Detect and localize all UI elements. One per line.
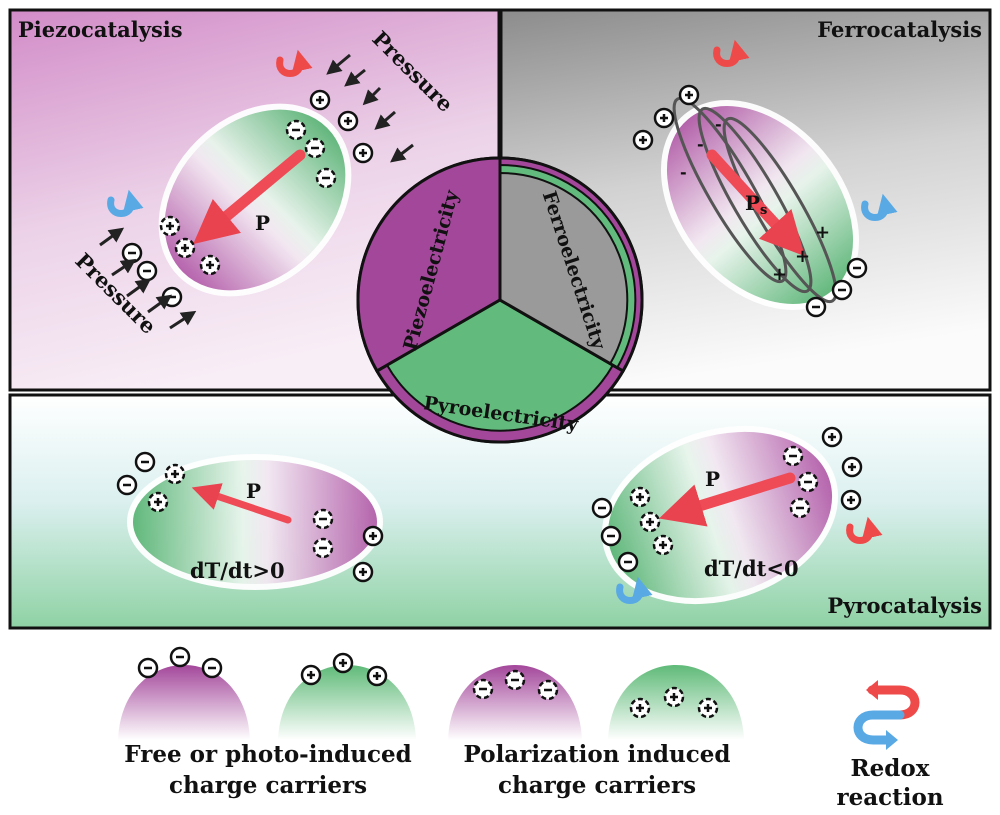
pressure-arrows-top xyxy=(326,53,414,163)
polarization-negative-charge xyxy=(312,537,334,559)
pyro-right-rate-label: dT/dt<0 xyxy=(704,556,799,581)
legend-free-line1: Free or photo-induced xyxy=(124,741,411,768)
domain-plus-sign: + xyxy=(772,264,787,285)
ferrocatalysis-title: Ferrocatalysis xyxy=(817,17,982,42)
free-positive-charge xyxy=(821,426,843,448)
polarization-positive-charge xyxy=(639,511,661,533)
legend-free-negative-charge xyxy=(169,646,191,668)
legend-polarization-positive-charge xyxy=(697,697,719,719)
legend-pol-line2: charge carriers xyxy=(498,772,696,799)
legend-polarization-carriers: Polarization induced charge carriers xyxy=(448,665,744,799)
legend-redox-line1: Redox xyxy=(851,755,930,782)
piezoelectricity-sector xyxy=(356,156,502,374)
piezo-particle: P xyxy=(121,89,374,308)
pressure-arrows-bottom xyxy=(99,227,197,330)
free-positive-charge xyxy=(841,456,863,478)
polarization-positive-charge xyxy=(147,491,169,513)
polarization-positive-charge xyxy=(159,215,181,237)
pyro-right-p-label: P xyxy=(705,467,720,491)
legend-free-line2: charge carriers xyxy=(169,772,367,799)
pyrocatalysis-title: Pyrocatalysis xyxy=(827,593,982,618)
polarization-positive-charge xyxy=(199,254,221,276)
legend-free-positive-charge xyxy=(332,652,354,674)
polarization-positive-charge xyxy=(629,486,651,508)
polarization-positive-charge xyxy=(164,463,186,485)
free-positive-charge xyxy=(362,525,384,547)
polarization-negative-charge xyxy=(782,445,804,467)
redox-red-arrow-icon xyxy=(867,685,920,720)
domain-plus-sign: + xyxy=(795,246,810,267)
polarization-positive-charge xyxy=(652,534,674,556)
domain-loops xyxy=(672,96,838,304)
free-negative-charge xyxy=(161,286,183,308)
legend-polarization-positive-charge xyxy=(663,686,685,708)
ferro-particle: Ps - - - + + + xyxy=(632,84,868,318)
pyro-left-rate-label: dT/dt>0 xyxy=(190,558,285,583)
redox-blue-arrow-icon xyxy=(853,710,905,745)
free-positive-charge xyxy=(678,84,700,106)
legend-free-positive-charge xyxy=(366,665,388,687)
free-negative-charge xyxy=(846,257,868,279)
legend-free-negative-charge xyxy=(137,657,159,679)
free-positive-charge xyxy=(632,129,654,151)
free-negative-charge xyxy=(136,260,158,282)
pyro-left-p-label: P xyxy=(246,479,261,503)
free-positive-charge xyxy=(309,89,331,111)
ferroelectricity-sector xyxy=(499,171,629,366)
free-negative-charge xyxy=(617,551,639,573)
legend: Free or photo-induced charge carriers Po… xyxy=(118,646,944,811)
free-negative-charge xyxy=(121,242,143,264)
legend-polarization-negative-charge xyxy=(537,679,559,701)
domain-minus-sign: - xyxy=(715,115,722,134)
legend-free-carriers: Free or photo-induced charge carriers xyxy=(118,646,416,799)
polarization-negative-charge xyxy=(312,508,334,530)
legend-redox: Redox reaction xyxy=(836,680,944,811)
polarization-negative-charge xyxy=(304,137,326,159)
legend-polarization-negative-charge xyxy=(504,669,526,691)
polarization-positive-charge xyxy=(174,237,196,259)
polarization-negative-charge xyxy=(797,471,819,493)
domain-minus-sign: - xyxy=(697,135,704,154)
free-positive-charge xyxy=(337,110,359,132)
legend-polarization-positive-charge xyxy=(629,697,651,719)
free-negative-charge xyxy=(591,497,613,519)
free-negative-charge xyxy=(831,279,853,301)
piezocatalysis-title: Piezocatalysis xyxy=(18,17,183,42)
free-positive-charge xyxy=(352,561,374,583)
legend-redox-line2: reaction xyxy=(836,784,943,811)
legend-polarization-negative-charge xyxy=(472,678,494,700)
pyro-particle-left: P dT/dt>0 xyxy=(116,451,384,590)
piezo-p-label: P xyxy=(255,211,270,235)
polarization-negative-charge xyxy=(789,497,811,519)
legend-free-positive-charge xyxy=(300,664,322,686)
polarization-negative-charge xyxy=(315,167,337,189)
legend-free-negative-charge xyxy=(201,657,223,679)
polarization-arrow xyxy=(191,483,292,524)
ferro-ps-label: Ps xyxy=(745,191,767,218)
legend-pol-line1: Polarization induced xyxy=(464,741,731,768)
free-negative-charge xyxy=(805,296,827,318)
free-positive-charge xyxy=(352,142,374,164)
polarization-negative-charge xyxy=(285,119,307,141)
free-negative-charge xyxy=(600,525,622,547)
free-positive-charge xyxy=(840,489,862,511)
free-negative-charge xyxy=(116,474,138,496)
free-positive-charge xyxy=(653,107,675,129)
center-wheel: Piezoelectricity Ferroelectricity Pyroel… xyxy=(356,156,644,444)
pyro-particle-right: P dT/dt<0 xyxy=(591,425,863,605)
domain-plus-sign: + xyxy=(815,222,830,243)
domain-minus-sign: - xyxy=(680,163,687,182)
polarization-arrow xyxy=(658,472,796,527)
spontaneous-polarization-arrow xyxy=(706,149,805,257)
polarization-arrow xyxy=(193,149,306,245)
free-negative-charge xyxy=(134,451,156,473)
